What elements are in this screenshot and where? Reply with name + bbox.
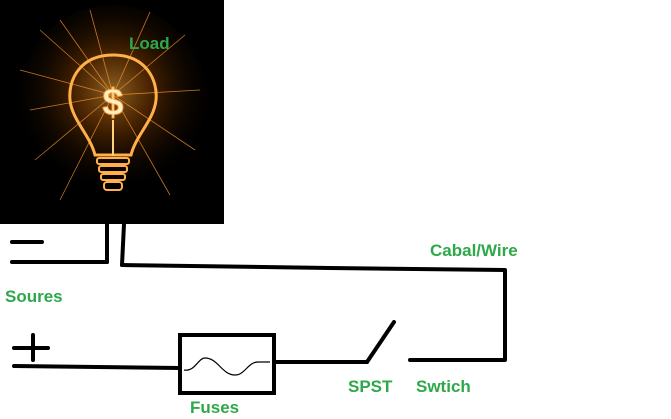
bottom-wire-left: [12, 364, 182, 370]
bulb-symbol: $: [102, 82, 123, 124]
bulb-lead-right: [120, 222, 126, 267]
wire-label: Cabal/Wire: [430, 241, 518, 260]
bulb-image: $: [0, 0, 224, 224]
light-bulb-icon: $: [19, 9, 201, 201]
load-label: Load: [129, 34, 170, 53]
top-wire: [120, 263, 507, 362]
spst-switch-lever: [365, 320, 396, 364]
spst-label: SPST: [348, 377, 393, 396]
fuse-symbol: [178, 333, 276, 395]
switch-label: Swtich: [416, 377, 471, 396]
fuses-label: Fuses: [190, 398, 239, 417]
source-label: Soures: [5, 287, 63, 306]
